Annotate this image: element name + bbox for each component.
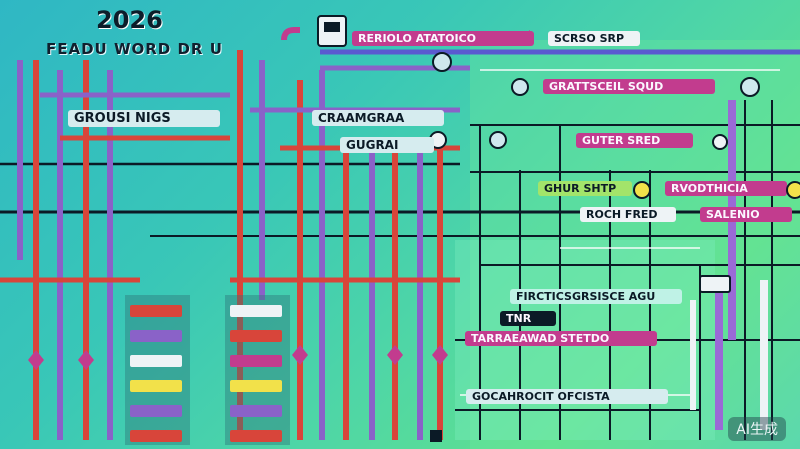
indicator-light-icon: [633, 181, 651, 199]
resistor-chip: [230, 405, 282, 417]
resistor-chip: [230, 380, 282, 392]
title-year: 2026: [96, 6, 163, 34]
resistor-chip: [230, 355, 282, 367]
label-roch: ROCH FRED: [580, 207, 676, 222]
ai-generated-watermark: AI生成: [728, 417, 786, 441]
label-rvod: RVODTHICIA: [665, 181, 787, 196]
label-goca: GOCAHROCIT OFCISTA: [466, 389, 668, 404]
resistor-chip: [130, 330, 182, 342]
resistor-chip: [230, 430, 282, 442]
label-tarrae: TARRAEAWAD STETDO: [465, 331, 657, 346]
resistor-chip: [230, 305, 282, 317]
label-mid-group: CRAAMGRAA: [312, 110, 444, 126]
resistor-chip: [130, 355, 182, 367]
label-ghur-shtp: GHUR SHTP: [538, 181, 632, 196]
resistor-chip: [130, 305, 182, 317]
resistor-chip: [230, 330, 282, 342]
label-left-group: GROUSI NIGS: [68, 110, 220, 127]
resistor-chip: [130, 430, 182, 442]
label-mid-group-sub: GUGRAI: [340, 137, 434, 153]
label-tnr: TNR: [500, 311, 556, 326]
label-fractics: FIRCTICSGRSISCE AGU: [510, 289, 682, 304]
label-graphic-sqd: GRATTSCEIL SQUD: [543, 79, 715, 94]
label-salenio: SALENIO: [700, 207, 792, 222]
label-top-bar-right: SCRSO SRP: [548, 31, 640, 46]
resistor-chip: [130, 405, 182, 417]
resistor-chip: [130, 380, 182, 392]
title-subtitle: FEADU WORD DR U: [46, 40, 223, 58]
indicator-light-icon: [786, 181, 800, 199]
label-enter-srd: GUTER SRED: [576, 133, 693, 148]
label-top-bar: RERIOLO ATATOICO: [352, 31, 534, 46]
